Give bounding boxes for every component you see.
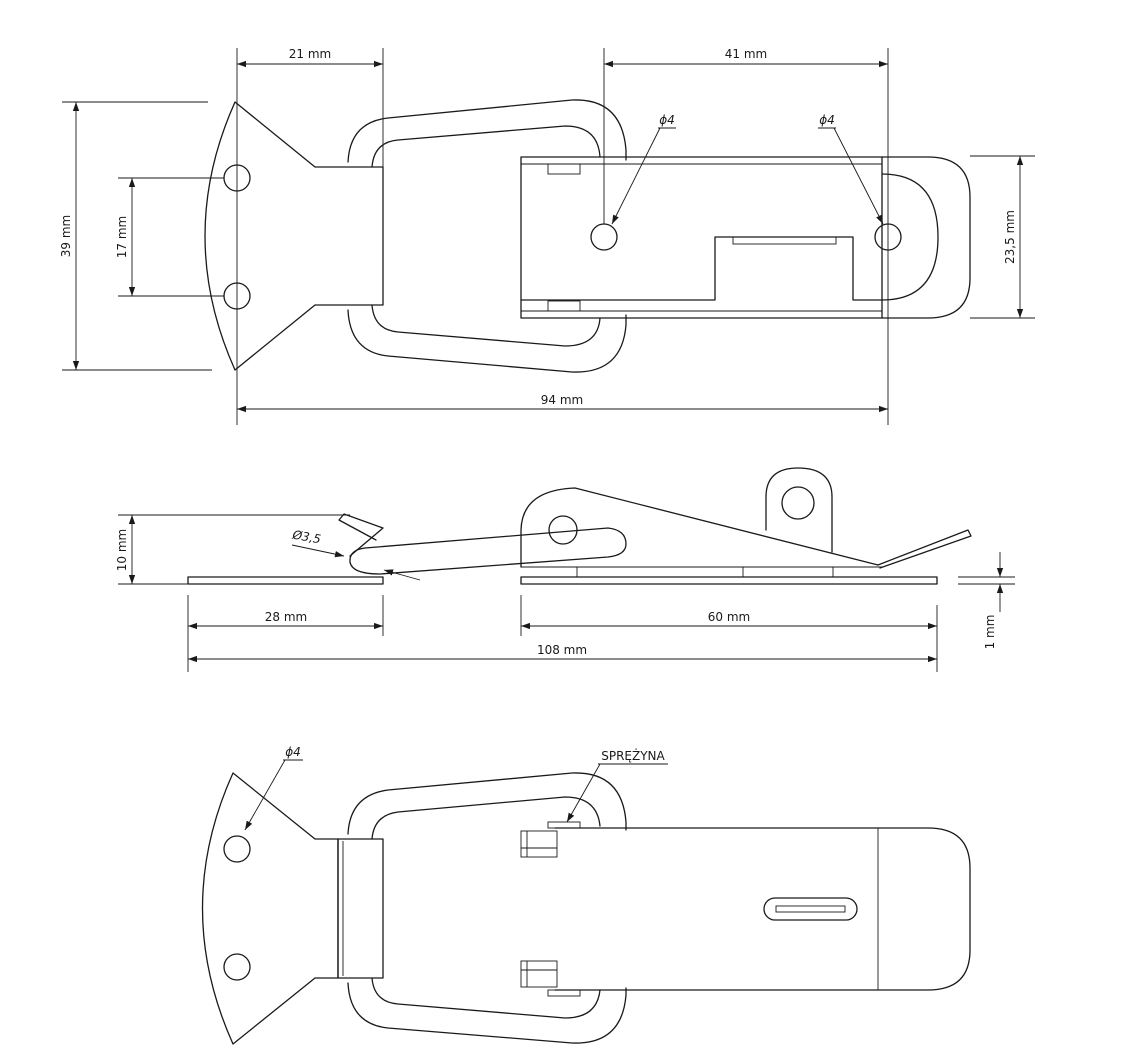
- side-wire-bail: [349, 527, 627, 575]
- dim-strike-height: 23,5 mm: [1003, 210, 1017, 264]
- bottom-slot: [763, 897, 858, 921]
- top-latch-body: [520, 156, 883, 319]
- top-left-plate: [204, 101, 384, 371]
- dim-top-total-length: 94 mm: [541, 393, 583, 407]
- hole-label-latch: ϕ4: [659, 113, 675, 127]
- hole-label-strike: ϕ4: [819, 113, 835, 127]
- top-wire-loop-outer: [347, 99, 627, 373]
- top-latch-notch: [520, 236, 883, 301]
- bottom-latch-cover: [554, 827, 971, 991]
- bottom-left-plate: [201, 772, 339, 1045]
- side-lever: [520, 487, 879, 568]
- dim-left-plate: 28 mm: [265, 610, 307, 624]
- bottom-wire-loop-outer: [347, 772, 627, 1044]
- side-left-plate: [187, 576, 384, 585]
- side-strike-hole: [781, 486, 815, 520]
- dim-hole-pitch: 17 mm: [115, 216, 129, 258]
- bottom-view: ϕ4 SPRĘŻYNA: [201, 745, 971, 1045]
- side-view: 10 mm 28 mm 60 mm 108 mm Ø3,5 1 mm: [115, 467, 1015, 672]
- top-strike-plate: [881, 156, 971, 319]
- top-wire-loop-inner: [371, 125, 601, 347]
- bottom-mount-hole-upper: [223, 835, 251, 863]
- dim-side-height: 10 mm: [115, 529, 129, 571]
- side-strike-ear: [765, 467, 833, 553]
- spring-label: SPRĘŻYNA: [601, 748, 665, 763]
- bottom-mount-hole-lower: [223, 953, 251, 981]
- top-latch-hole: [590, 223, 618, 251]
- dim-right-plate: 60 mm: [708, 610, 750, 624]
- bottom-hinge: [337, 838, 384, 979]
- dim-thickness: 1 mm: [983, 615, 997, 650]
- side-right-plate: [520, 576, 938, 585]
- dim-total-height: 39 mm: [59, 215, 73, 257]
- dim-side-total-length: 108 mm: [537, 643, 587, 657]
- dim-hole-spacing: 41 mm: [725, 47, 767, 61]
- side-pivot: [548, 515, 578, 545]
- bottom-hole-label: ϕ4: [285, 745, 301, 759]
- dim-tab-width: 21 mm: [289, 47, 331, 61]
- top-view: 21 mm 41 mm 39 mm 17 mm 23,5 mm 94 mm ϕ4…: [59, 47, 1035, 425]
- bottom-wire-loop-inner: [371, 796, 601, 1019]
- dim-wire-diameter: Ø3,5: [290, 528, 322, 547]
